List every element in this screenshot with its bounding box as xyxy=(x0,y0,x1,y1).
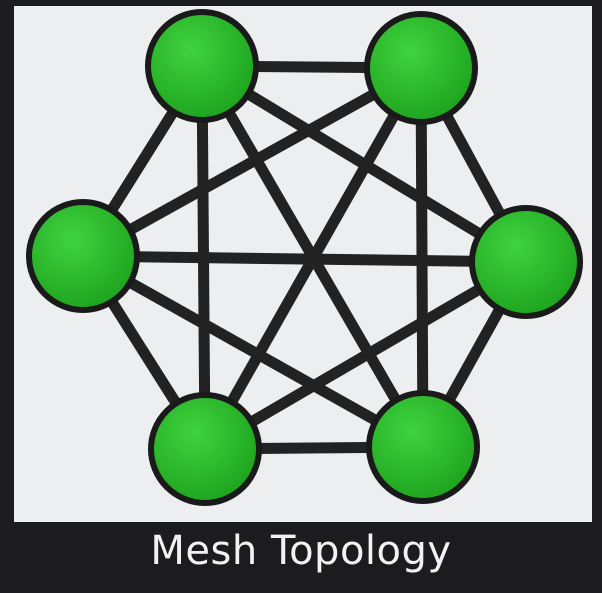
node-bottom-left xyxy=(148,392,262,506)
node-bottom-right xyxy=(366,390,480,504)
node-top-right xyxy=(364,11,478,125)
link-left-bottom-right xyxy=(80,251,426,452)
node-left xyxy=(26,199,140,313)
diagram-title: Mesh Topology xyxy=(150,528,452,574)
node-top-left xyxy=(145,9,259,123)
link-right-bottom-left xyxy=(202,257,529,454)
link-left-right xyxy=(82,250,527,268)
link-top-right-left xyxy=(80,63,424,261)
node-right xyxy=(469,205,583,319)
